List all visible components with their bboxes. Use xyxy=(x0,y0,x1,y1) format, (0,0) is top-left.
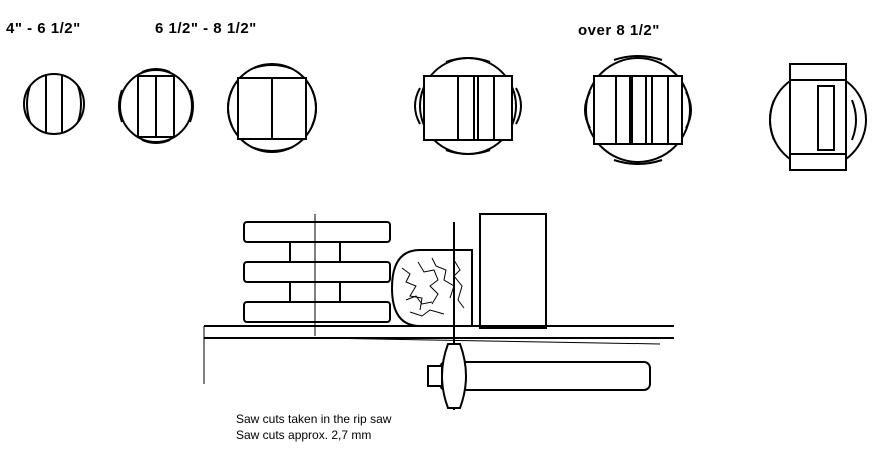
fence-block xyxy=(479,213,547,329)
caption-line-1: Saw cuts taken in the rip saw xyxy=(236,412,392,426)
log-cut-pattern-4 xyxy=(414,57,522,155)
saw-blade xyxy=(441,343,467,409)
rip-saw-diagram xyxy=(203,213,674,410)
label-range-large: over 8 1/2" xyxy=(578,22,660,39)
arbor-nut xyxy=(427,365,443,387)
label-range-small: 4" - 6 1/2" xyxy=(6,20,81,37)
log-cut-pattern-5 xyxy=(584,55,692,165)
board-middle xyxy=(243,261,391,283)
caption-line-2: Saw cuts approx. 2,7 mm xyxy=(236,428,372,442)
label-range-mid: 6 1/2" - 8 1/2" xyxy=(155,20,257,37)
log-cut-pattern-1 xyxy=(23,73,85,135)
log-cut-pattern-2 xyxy=(118,68,194,144)
board-top xyxy=(243,221,391,243)
saw-arbor-shaft xyxy=(439,361,651,391)
board-bottom xyxy=(243,301,391,323)
log-cut-pattern-6 xyxy=(769,63,867,171)
log-cut-pattern-3 xyxy=(227,63,317,153)
